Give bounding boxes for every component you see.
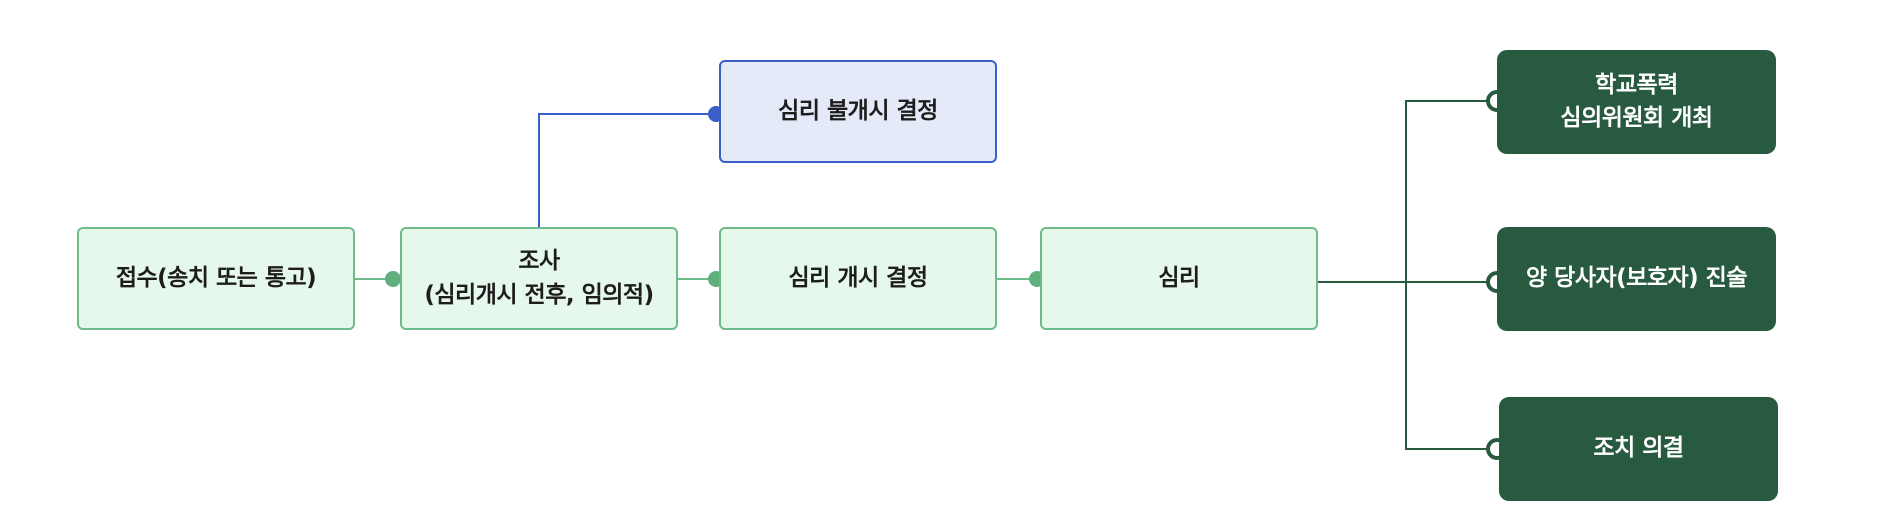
node-hearing-open-decision-label: 심리 개시 결정: [788, 264, 928, 291]
node-parties-statement-label: 양 당사자(보호자) 진술: [1526, 265, 1747, 292]
connector-branch-committee: [1405, 100, 1497, 450]
connector-investigation-notopen: [538, 113, 716, 227]
node-school-violence-committee: 학교폭력 심의위원회 개최: [1497, 50, 1776, 154]
node-investigation: 조사 (심리개시 전후, 임의적): [400, 227, 678, 330]
node-measure-decision: 조치 의결: [1499, 397, 1778, 501]
connector-dot: [385, 271, 401, 287]
node-hearing-not-open-decision: 심리 불개시 결정: [719, 60, 997, 163]
node-hearing-open-decision: 심리 개시 결정: [719, 227, 997, 330]
node-measure-decision-label: 조치 의결: [1593, 435, 1684, 462]
node-hearing: 심리: [1040, 227, 1318, 330]
node-intake-label: 접수(송치 또는 통고): [115, 264, 317, 291]
node-hearing-not-open-decision-label: 심리 불개시 결정: [778, 97, 938, 124]
node-hearing-label: 심리: [1158, 264, 1200, 291]
node-school-violence-committee-label: 학교폭력 심의위원회 개최: [1560, 71, 1713, 131]
node-parties-statement: 양 당사자(보호자) 진술: [1497, 227, 1776, 331]
node-intake: 접수(송치 또는 통고): [77, 227, 355, 330]
node-investigation-label: 조사 (심리개시 전후, 임의적): [424, 248, 654, 308]
